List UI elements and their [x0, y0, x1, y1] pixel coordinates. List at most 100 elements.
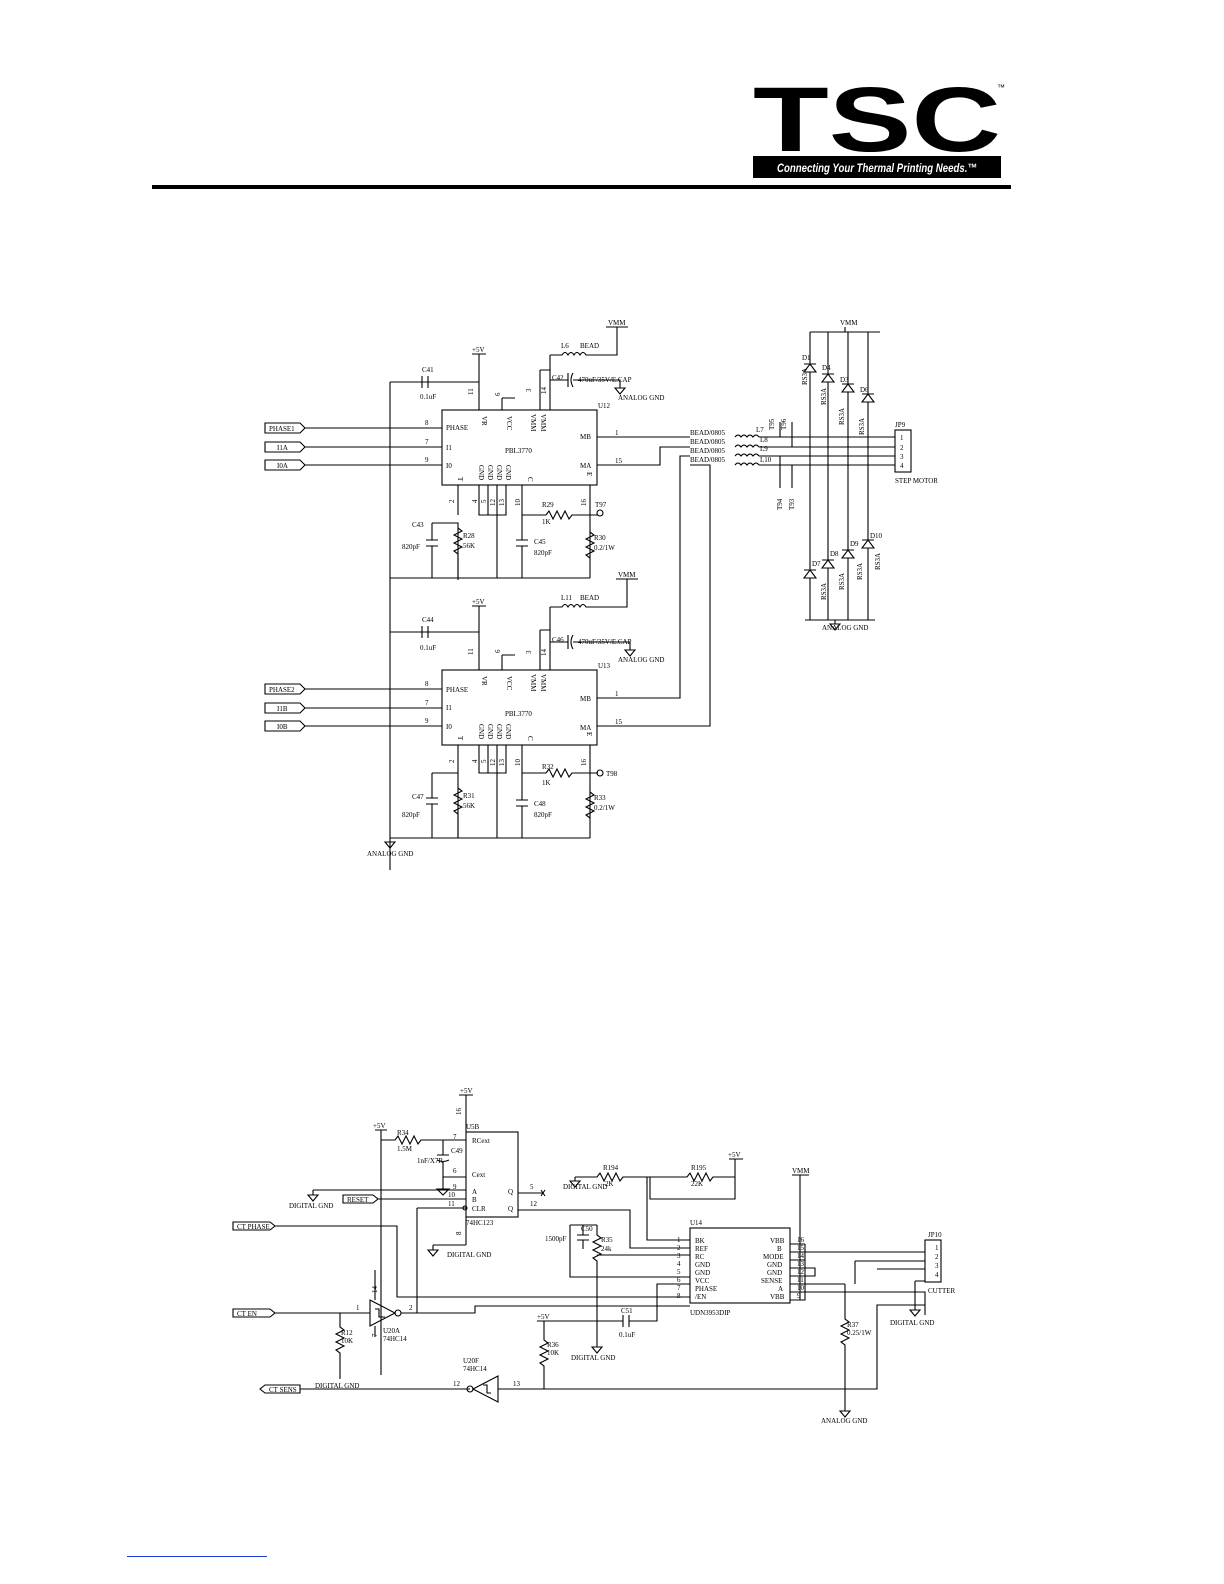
u13-num-10: 10 [514, 759, 522, 767]
u14-vmm-label: VMM [792, 1167, 810, 1175]
u12-num-7: 7 [425, 438, 429, 446]
r29-ref: R29 [542, 501, 554, 509]
jp10-pin-1: 1 [935, 1244, 939, 1252]
u14-num-15: 15 [797, 1244, 805, 1252]
d7-part: RS3A [820, 583, 828, 600]
jp9-pin-4: 4 [900, 462, 904, 470]
diode-d9: D9 [850, 540, 859, 548]
signal-ct-en [232, 1308, 276, 1318]
u12-pin-i0: I0 [446, 462, 452, 470]
u20a-gate [369, 1299, 397, 1327]
u13-supply-5v: +5V [472, 598, 485, 606]
u12-num-2: 2 [448, 499, 456, 503]
d10-part: RS3A [874, 553, 882, 570]
u12-num-13: 13 [498, 499, 506, 507]
u13-pin-vmm1: VMM [529, 674, 537, 692]
u14-num-7: 7 [677, 1284, 681, 1292]
u5b-ref: U5B [466, 1123, 480, 1131]
r36-supply-5v: +5V [537, 1313, 550, 1321]
u20f-part: 74HC14 [463, 1365, 487, 1373]
signal-i0b [264, 720, 306, 732]
r33-ref: R33 [594, 794, 606, 802]
u20a-ref: U20A [383, 1327, 400, 1335]
u13-num-3: 3 [525, 650, 533, 654]
signal-ct-sens [259, 1384, 301, 1394]
u5b-a-gnd: DIGITAL GND [289, 1202, 333, 1210]
c49-value: 1nF/X7R [417, 1157, 443, 1165]
u12-num-1: 1 [615, 429, 619, 437]
u12-num-11: 11 [467, 388, 475, 395]
r195-ref: R195 [691, 1164, 707, 1172]
u13-num-4: 4 [471, 759, 479, 763]
u14-num-12: 12 [797, 1268, 805, 1276]
u12-pin-c: C [526, 477, 534, 482]
u12-pin-vr: VR [480, 416, 488, 426]
jp10-digital-gnd: DIGITAL GND [890, 1319, 934, 1327]
l11-ref: L11 [561, 594, 573, 602]
u14-pin-gnd4: GND [695, 1261, 710, 1269]
vmm-top-label: VMM [608, 319, 626, 327]
u14-num-5: 5 [677, 1268, 681, 1276]
r36-value: 10K [547, 1349, 559, 1357]
step-motor-label: STEP MOTOR [895, 477, 938, 485]
u5b-num-12: 12 [530, 1200, 538, 1208]
r12-value: 10K [341, 1337, 353, 1345]
u13-pin-ma: MA [580, 724, 591, 732]
jp9-ref: JP9 [895, 421, 906, 429]
u12-pin-gnd3: GND [495, 465, 503, 480]
u14-chip [689, 1227, 791, 1304]
u12-num-3: 3 [525, 388, 533, 392]
u20f-num-12: 12 [453, 1380, 461, 1388]
r35-ref: R35 [601, 1236, 613, 1244]
u12-num-4: 4 [471, 499, 479, 503]
u5b-chip [465, 1131, 519, 1218]
r28-ref: R28 [463, 532, 475, 540]
l11-bead: BEAD [580, 594, 599, 602]
u13-num-14: 14 [540, 649, 548, 657]
u12-part: PBL3770 [505, 447, 532, 455]
r195-value: 22K [691, 1180, 703, 1188]
u13-pin-gnd2: GND [486, 724, 494, 739]
u13-num-12: 12 [489, 759, 497, 767]
r12-ref: R12 [341, 1329, 353, 1337]
cutter-driver-schematic: +5V 16 U5B 74HC123 RCext Cext A B CLR Q … [232, 1087, 956, 1425]
u5b-num-7: 7 [453, 1133, 457, 1141]
u13-pin-vmm2: VMM [539, 674, 547, 692]
c45-ref: C45 [534, 538, 546, 546]
c43-value: 820pF [402, 543, 420, 551]
u13-pin-i1: I1 [446, 704, 452, 712]
cutter-label: CUTTER [928, 1287, 956, 1295]
r37-value: 0.25/1W [847, 1329, 872, 1337]
tp-t95: T95 [768, 418, 776, 430]
stepper-driver-schematic: U12 PBL3770 PHASE I1 I0 MB MA VR VCC VMM… [264, 319, 938, 870]
u20a-num-1: 1 [356, 1304, 360, 1312]
u12-pin-e: E [585, 472, 593, 476]
jp9-pin-2: 2 [900, 444, 904, 452]
diode-d6: D6 [860, 386, 869, 394]
u12-chip [441, 409, 598, 486]
signal-phase2 [264, 683, 306, 695]
u13-num-7: 7 [425, 699, 429, 707]
u14-pin-sense: SENSE [761, 1277, 782, 1285]
u20f-ref: U20F [463, 1357, 479, 1365]
diode-d1: D1 [802, 354, 811, 362]
u13-pin-c: C [526, 736, 534, 741]
u14-digital-gnd: DIGITAL GND [571, 1354, 615, 1362]
u13-num-11: 11 [467, 648, 475, 655]
logo-tagline: Connecting Your Thermal Printing Needs.™ [777, 161, 977, 175]
u14-num-13: 13 [797, 1260, 805, 1268]
d9-part: RS3A [856, 563, 864, 580]
c48-value: 820pF [534, 811, 552, 819]
u5b-num-11: 11 [448, 1200, 455, 1208]
u5b-num-6: 6 [453, 1167, 457, 1175]
u13-pin-mb: MB [580, 695, 591, 703]
c46-ref: C46 [552, 636, 564, 644]
d6-part: RS3A [858, 418, 866, 435]
c42-gnd: ANALOG GND [618, 394, 664, 402]
c50-ref: C50 [581, 1225, 593, 1233]
c42-ref: C42 [552, 374, 564, 382]
signal-i1a [264, 441, 306, 453]
signal-i1a-label: I1A [277, 444, 288, 452]
vmm-diode-label: VMM [840, 319, 858, 327]
signal-i0a-label: I0A [277, 462, 288, 470]
